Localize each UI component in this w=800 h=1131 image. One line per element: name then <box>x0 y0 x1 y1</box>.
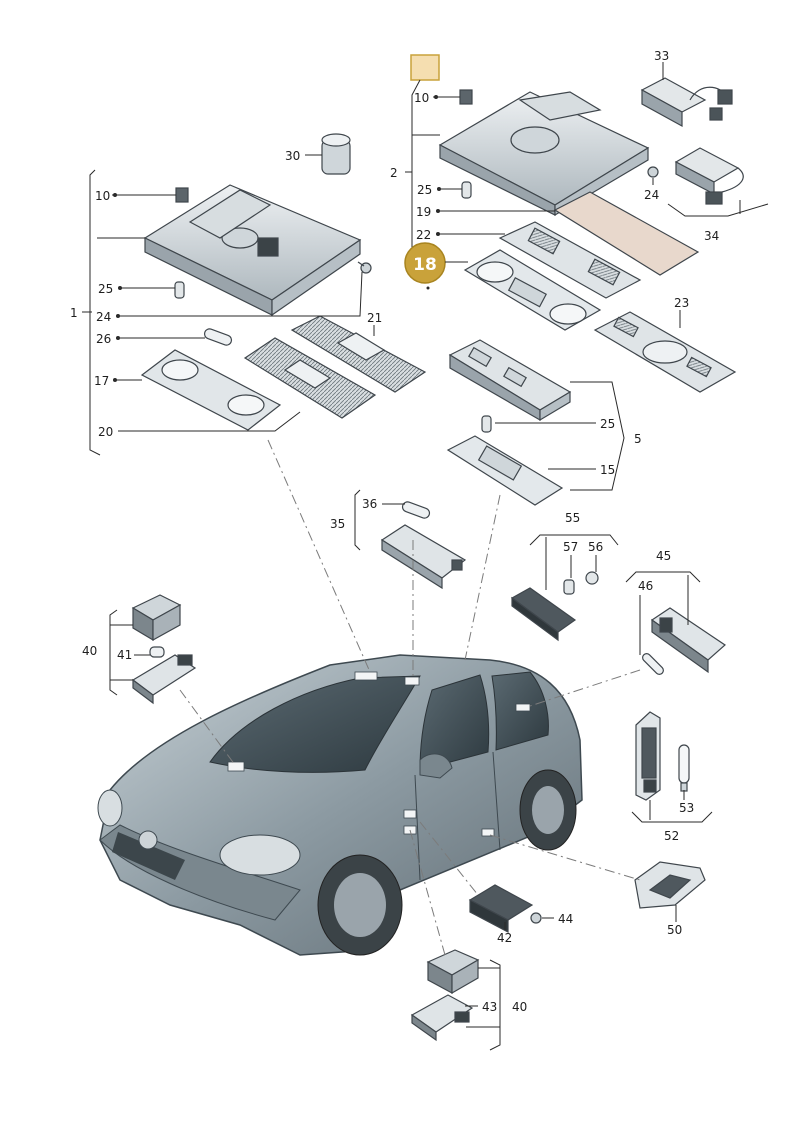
callout-46: 46 <box>638 579 653 593</box>
module-34 <box>674 147 744 205</box>
callout-45: 45 <box>656 549 671 563</box>
callout-15: 15 <box>600 463 615 477</box>
overhead-console-left <box>143 184 362 317</box>
lens-23 <box>593 311 737 393</box>
callout-10a: 10 <box>95 189 110 203</box>
callout-40a: 40 <box>82 644 97 658</box>
overhead-console-right <box>438 91 650 217</box>
callout-23: 23 <box>674 296 689 310</box>
bulb-41 <box>149 646 165 658</box>
lamp-module-5 <box>448 339 572 422</box>
callout-52: 52 <box>664 829 679 843</box>
lamp-55 <box>510 587 577 642</box>
callout-19: 19 <box>416 205 431 219</box>
callout-44: 44 <box>558 912 573 926</box>
module-40-left <box>131 594 182 642</box>
callout-56: 56 <box>588 540 603 554</box>
callout-22: 22 <box>416 228 431 242</box>
callout-42: 42 <box>497 931 512 945</box>
lamp-42 <box>468 884 534 933</box>
callout-26: 26 <box>96 332 111 346</box>
panel-19 <box>553 191 700 276</box>
festoon-bulb-26 <box>203 328 233 346</box>
lens-17 <box>140 349 282 431</box>
highlight-swatch <box>410 54 440 81</box>
callout-1: 1 <box>70 306 78 320</box>
lamp-52 <box>635 711 661 801</box>
callout-2: 2 <box>390 166 398 180</box>
callout-36: 36 <box>362 497 377 511</box>
screw-24-right <box>647 166 659 178</box>
bulb-57 <box>563 579 575 595</box>
callout-24a: 24 <box>96 310 111 324</box>
lamp-40-bottom <box>410 994 474 1042</box>
connector-10-left <box>175 187 189 203</box>
callout-57: 57 <box>563 540 578 554</box>
bulb-53 <box>678 744 690 792</box>
callout-34: 34 <box>704 229 719 243</box>
bulb-36 <box>401 501 431 519</box>
callout-40b: 40 <box>512 1000 527 1014</box>
lamp-35 <box>380 524 467 590</box>
callout-41: 41 <box>117 648 132 662</box>
callout-35: 35 <box>330 517 345 531</box>
callout-17: 17 <box>94 374 109 388</box>
callout-50: 50 <box>667 923 682 937</box>
callout-55: 55 <box>565 511 580 525</box>
callout-21: 21 <box>367 311 382 325</box>
badge-18-label: 18 <box>413 255 437 275</box>
callout-30: 30 <box>285 149 300 163</box>
callout-5: 5 <box>634 432 642 446</box>
callout-20: 20 <box>98 425 113 439</box>
callout-43: 43 <box>482 1000 497 1014</box>
callout-25a: 25 <box>98 282 113 296</box>
lens-20 <box>243 337 377 419</box>
location-leaders <box>179 439 641 956</box>
bulb-25-left <box>174 281 185 299</box>
lamp-40-left <box>131 654 197 705</box>
callout-24b: 24 <box>644 188 659 202</box>
lens-18 <box>463 249 602 331</box>
callout-53: 53 <box>679 801 694 815</box>
bulb-25-module <box>481 415 492 433</box>
lamp-45 <box>650 607 726 674</box>
screw-24-left <box>357 261 372 274</box>
module-33 <box>640 77 733 128</box>
callout-25b: 25 <box>417 183 432 197</box>
screw-44 <box>530 912 542 924</box>
lens-21 <box>290 315 427 393</box>
connector-10-right <box>459 89 473 105</box>
callout-25c: 25 <box>600 417 615 431</box>
bulb-socket-30 <box>321 133 351 175</box>
bulb-46 <box>642 653 664 675</box>
callout-10b: 10 <box>414 91 429 105</box>
lens-15 <box>446 435 564 506</box>
car-illustration <box>97 654 583 956</box>
bulb-25-right <box>461 181 472 199</box>
bulb-56 <box>585 571 599 585</box>
lamp-50 <box>634 861 706 909</box>
module-40-bottom <box>426 949 480 995</box>
callout-33: 33 <box>654 49 669 63</box>
callout-badge-18: 18 <box>404 242 446 284</box>
panel-22 <box>498 221 642 299</box>
